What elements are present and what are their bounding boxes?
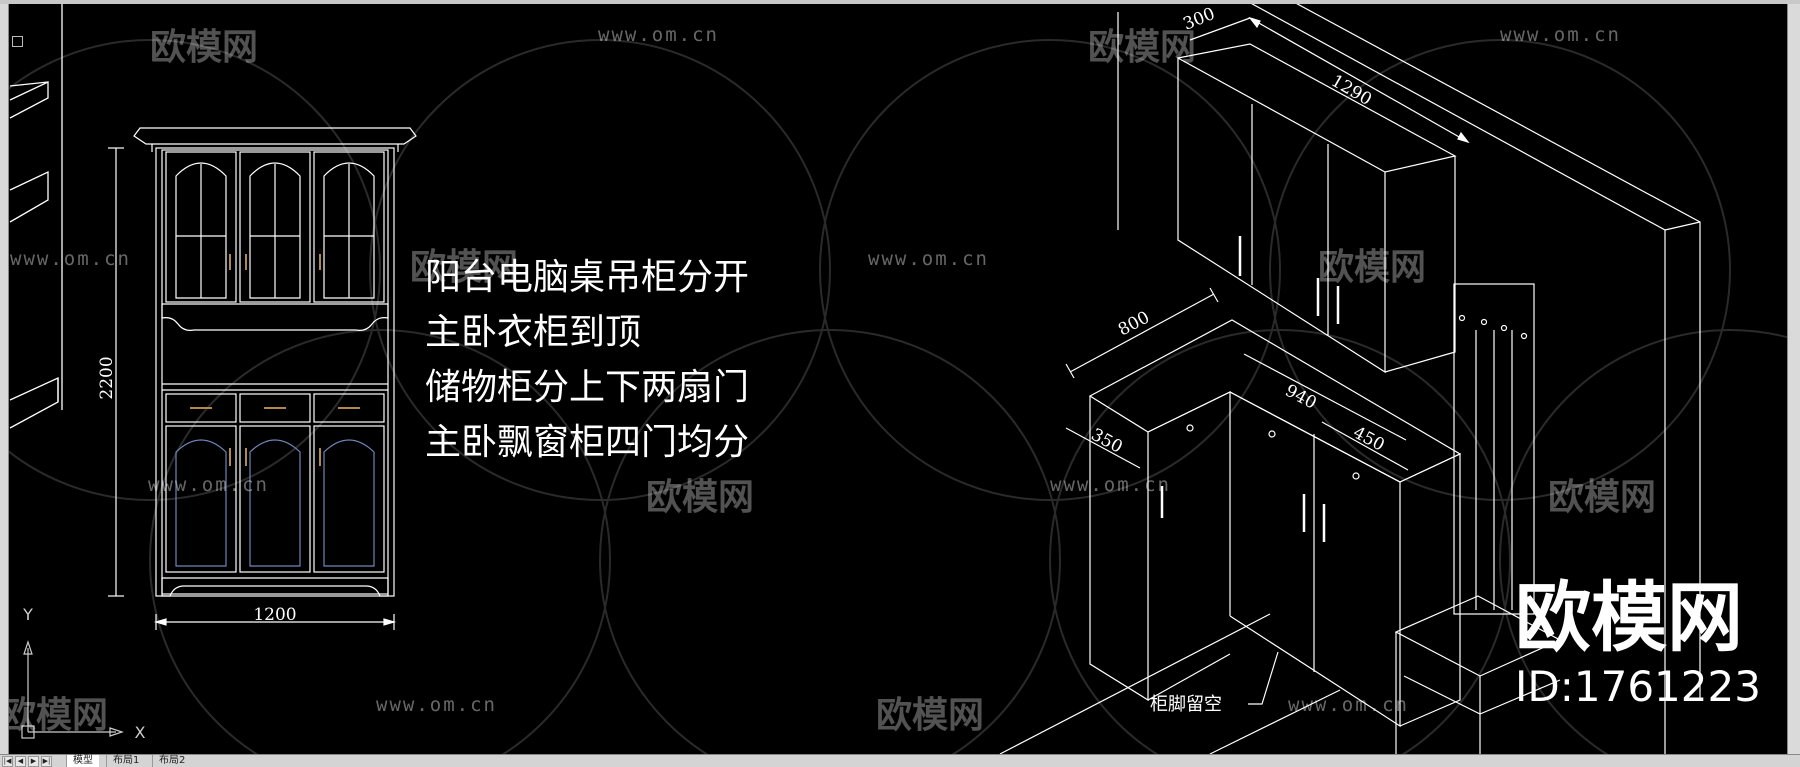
window-top-edge: [0, 0, 1800, 4]
watermark-arcs: [0, 39, 1800, 766]
watermark-url: www.om.cn: [868, 248, 989, 270]
watermark-url: www.om.cn: [1050, 474, 1171, 496]
watermark-logo: 欧模网: [1318, 247, 1427, 288]
watermark-logo: 欧模网: [1548, 477, 1657, 518]
dim-lower-mid: 940: [1282, 381, 1320, 414]
watermark-url: www.om.cn: [1288, 694, 1409, 716]
vertical-scrollbar[interactable]: [1787, 4, 1800, 754]
watermark-logo: 欧模网: [410, 247, 519, 288]
dim-lower-long: 800: [1115, 308, 1153, 341]
tab-layout2[interactable]: 布局2: [152, 755, 191, 767]
layout-tab-bar: |◀ ◀ ▶ ▶| 模型 布局1 布局2: [0, 754, 1800, 767]
watermark-logo: 欧模网: [1088, 27, 1197, 68]
tab-model[interactable]: 模型: [66, 755, 99, 767]
left-partial-geometry: [9, 0, 63, 429]
left-toolbar: [0, 4, 9, 754]
dim-lower-depth-left: 350: [1088, 425, 1126, 458]
brand-id: ID:1761223: [1515, 662, 1761, 711]
watermark-logo: 欧模网: [150, 27, 259, 68]
dim-upper-width: 1290: [1328, 71, 1375, 110]
watermark-url: www.om.cn: [148, 474, 269, 496]
prev-tab-icon[interactable]: ◀: [15, 756, 26, 767]
ucs-x-label: X: [135, 723, 146, 742]
ucs-y-label: Y: [22, 605, 33, 624]
annotation-legs: 柜脚留空: [1150, 694, 1222, 715]
viewport-control-icon[interactable]: [12, 36, 23, 47]
cabinet-elevation: [108, 127, 417, 630]
note-line: 储物柜分上下两扇门: [425, 367, 750, 408]
last-tab-icon[interactable]: ▶|: [41, 756, 52, 767]
watermark-url: www.om.cn: [1500, 24, 1621, 46]
note-line: 阳台电脑桌吊柜分开: [425, 257, 750, 298]
first-tab-icon[interactable]: |◀: [2, 756, 13, 767]
dim-cabinet-height: 2200: [97, 356, 117, 399]
brand-logo-text: 欧模网: [1515, 573, 1743, 662]
dim-cabinet-width: 1200: [253, 605, 296, 625]
watermark-logo: 欧模网: [0, 695, 109, 736]
ucs-icon: Y X: [21, 605, 146, 742]
watermark-url: www.om.cn: [598, 24, 719, 46]
dimension-labels: 2200 1200 300 1290 800 350 940 450: [97, 4, 1388, 625]
watermark-logo: 欧模网: [876, 695, 985, 736]
cabinet-isometric: [999, 0, 1701, 755]
watermark-url: www.om.cn: [10, 248, 131, 270]
watermark-logo: 欧模网: [646, 477, 755, 518]
note-line: 主卧飘窗柜四门均分: [425, 422, 750, 463]
watermark-url: www.om.cn: [376, 694, 497, 716]
tab-layout1[interactable]: 布局1: [106, 755, 145, 767]
next-tab-icon[interactable]: ▶: [28, 756, 39, 767]
note-line: 主卧衣柜到顶: [425, 312, 642, 353]
